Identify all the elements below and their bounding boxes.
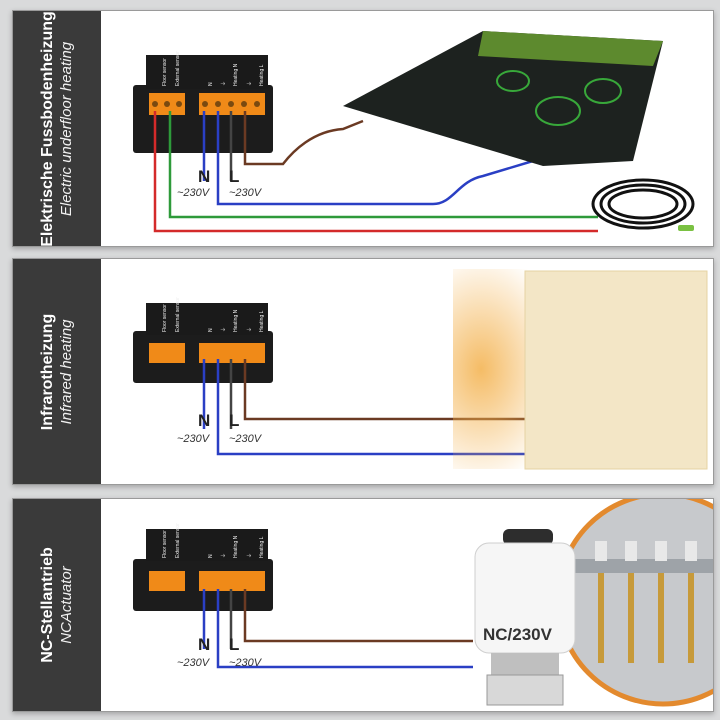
l-voltage-label: ~230V	[229, 433, 262, 445]
wire-heating-n	[216, 111, 534, 206]
l-voltage-label: ~230V	[229, 187, 262, 199]
l-terminal-label: L	[229, 167, 240, 186]
l-terminal-label: L	[229, 411, 240, 430]
terminal-label: Heating L	[259, 536, 265, 558]
terminal-label: ⏚	[247, 80, 253, 86]
terminal-label: ⏚	[221, 552, 227, 558]
panel-sidebar: Infrarotheizung Infrared heating	[13, 259, 101, 484]
infrared-heating-panel	[453, 269, 708, 470]
terminal-label: External sensor	[175, 523, 181, 558]
terminal-label: Heating N	[233, 309, 239, 332]
n-voltage-label: ~230V	[177, 187, 210, 199]
wiring-diagram	[133, 31, 695, 233]
terminal-label: ⏚	[221, 326, 227, 332]
terminal-label: Heating N	[233, 63, 239, 86]
thermostat-unit	[133, 529, 273, 611]
wire-heating-n	[216, 359, 533, 456]
panel-sidebar: Elektrische Fussbodenheizung Electric un…	[13, 11, 101, 246]
terminal-label: Heating L	[259, 310, 265, 332]
wire-heating-l	[243, 111, 364, 166]
n-terminal-label: N	[198, 411, 211, 430]
wire-heating-l	[243, 359, 533, 421]
terminal-label: Floor sensor	[162, 58, 168, 86]
thermostat-unit	[133, 303, 273, 383]
wiring-diagram	[133, 499, 713, 707]
n-voltage-label: ~230V	[177, 657, 210, 669]
panel-sidebar: NC-Stellantrieb NCActuator	[13, 499, 101, 711]
wire-red	[153, 111, 598, 233]
terminal-label: External sensor	[175, 297, 181, 332]
n-terminal-label: N	[198, 635, 211, 654]
terminal-label: N	[208, 328, 214, 332]
manifold-photo	[555, 499, 713, 707]
nc-actuator-device	[474, 529, 576, 706]
terminal-label: Floor sensor	[162, 530, 168, 558]
l-terminal-label: L	[229, 635, 240, 654]
terminal-label: N	[208, 82, 214, 86]
terminal-label: ⏚	[247, 326, 253, 332]
actuator-label: NC/230V	[483, 625, 552, 644]
wiring-diagram	[133, 269, 708, 470]
terminal-label: N	[208, 554, 214, 558]
n-terminal-label: N	[198, 167, 211, 186]
panel-infrared-heating: Infrarotheizung Infrared heating N L ~23…	[12, 258, 714, 485]
wire-heating-n	[216, 589, 473, 669]
floor-sensor-cable	[591, 178, 695, 231]
terminal-label: Floor sensor	[162, 304, 168, 332]
wire-heating-l	[243, 589, 473, 643]
terminal-label: External sensor	[175, 51, 181, 86]
l-voltage-label: ~230V	[229, 657, 262, 669]
terminal-label: ⏚	[247, 552, 253, 558]
terminal-label: Heating L	[259, 64, 265, 86]
n-voltage-label: ~230V	[177, 433, 210, 445]
panel-underfloor-heating: Elektrische Fussbodenheizung Electric un…	[12, 10, 714, 247]
heating-film-mat	[343, 31, 663, 166]
terminal-label: Heating N	[233, 535, 239, 558]
panel-nc-actuator: NC-Stellantrieb NCActuator	[12, 498, 714, 712]
wire-green	[168, 111, 598, 219]
terminal-label: ⏚	[221, 80, 227, 86]
